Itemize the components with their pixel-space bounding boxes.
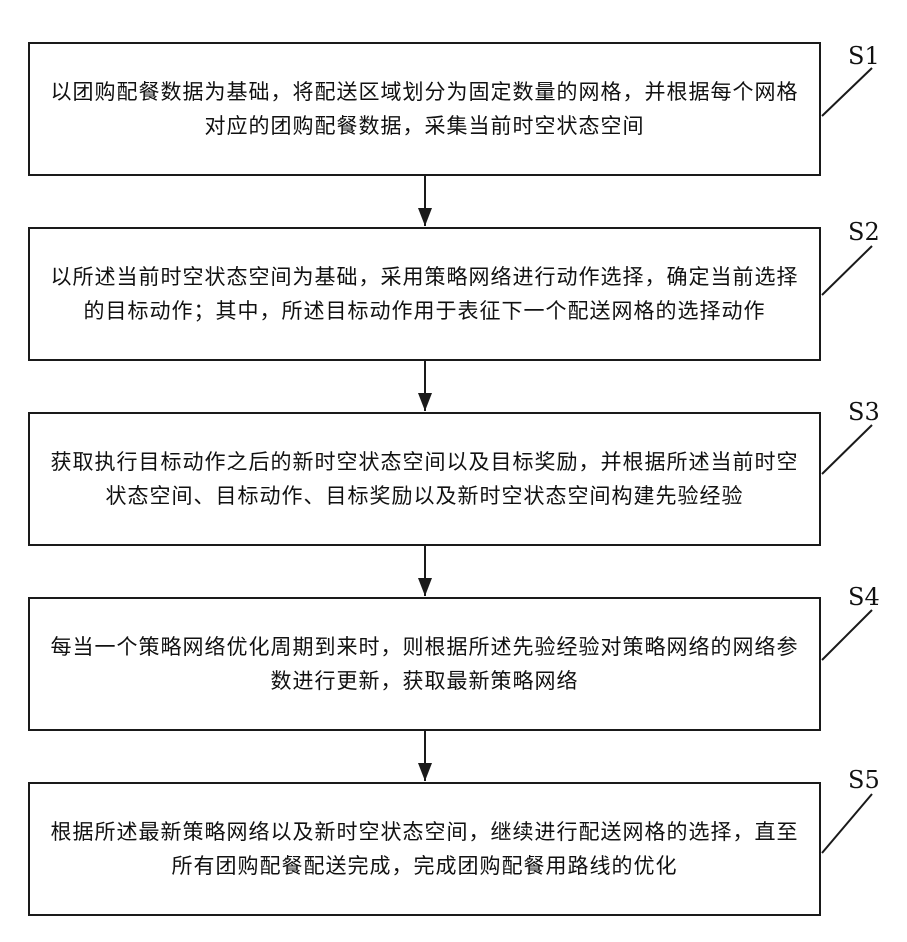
- leader-line-s5: [822, 794, 872, 853]
- leader-line-s1: [822, 68, 872, 116]
- leader-line-s4: [822, 610, 872, 660]
- arrowhead-s1-s2: [418, 208, 432, 226]
- leader-line-s2: [822, 246, 872, 295]
- arrowhead-s3-s4: [418, 578, 432, 596]
- leader-line-s3: [822, 425, 872, 474]
- arrowhead-s4-s5: [418, 763, 432, 781]
- arrowhead-s2-s3: [418, 393, 432, 411]
